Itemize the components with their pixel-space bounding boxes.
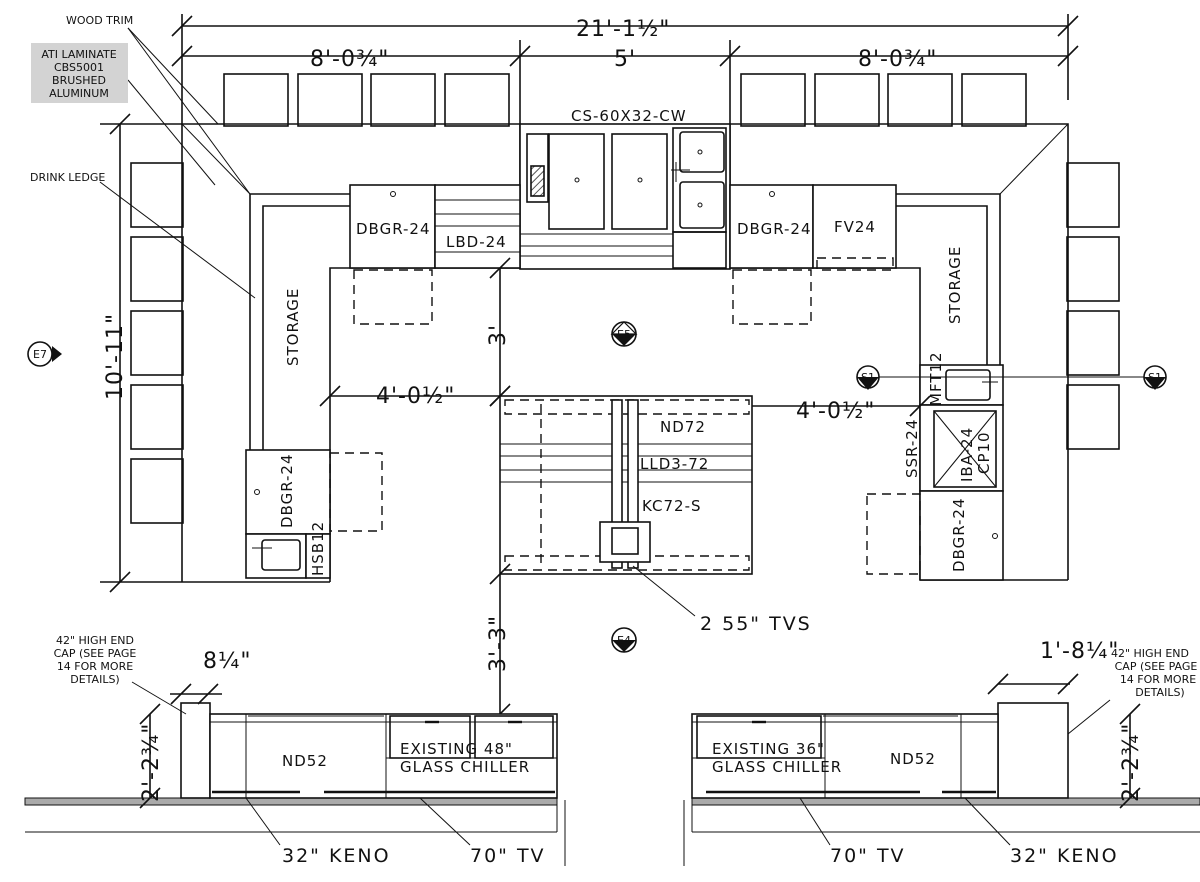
laminate-note-box <box>31 43 128 103</box>
center-island <box>499 395 753 575</box>
kc-label: KC72-S <box>642 497 702 515</box>
hsb-label: HSB12 <box>309 521 327 576</box>
right-side-units <box>866 364 1004 581</box>
dimension-lines <box>100 14 1079 725</box>
end-cap-right-note-2: CAP (SEE PAGE <box>1115 660 1198 673</box>
elev-height-right: 2'-2¾" <box>1119 723 1144 802</box>
left-chiller-1: EXISTING 48" <box>400 740 513 758</box>
end-cap-left-note-2: CAP (SEE PAGE <box>54 647 137 660</box>
marker-e4: E4 <box>617 634 631 647</box>
dbgr-right-label: DBGR-24 <box>950 497 968 572</box>
storage-left-label: STORAGE <box>284 288 302 366</box>
left-nd-label: ND52 <box>282 752 328 770</box>
end-cap-left-dim: 8¼" <box>203 649 251 674</box>
storage-right-label: STORAGE <box>946 246 964 324</box>
left-keno-label: 32" KENO <box>282 845 391 867</box>
bottom-clearance-label: 3'-3" <box>486 615 511 672</box>
end-cap-left-note-3: 14 FOR MORE <box>57 660 133 673</box>
end-cap-right-note-1: 42" HIGH END <box>1111 647 1189 660</box>
marker-labels: E7 E5 E4 S1 S1 <box>33 328 1162 647</box>
laminate-note-3: BRUSHED <box>52 74 106 87</box>
left-tv-label: 70" TV <box>470 845 546 867</box>
mft-label: MFT12 <box>927 351 945 406</box>
left-run-label: 8'-0¾" <box>310 47 389 72</box>
laminate-note-1: ATI LAMINATE <box>41 48 116 61</box>
end-cap-right-dim: 1'-8¼" <box>1040 639 1119 664</box>
marker-e5: E5 <box>617 328 631 341</box>
dbgr-top-right-label: DBGR-24 <box>737 220 812 238</box>
iba-label: IBA-24 <box>958 427 976 482</box>
cp-label: CP10 <box>975 431 993 474</box>
right-elevation <box>691 673 1141 846</box>
lbd-label: LBD-24 <box>446 233 507 251</box>
elev-height-left: 2'-2¾" <box>139 723 164 802</box>
end-cap-left-note-1: 42" HIGH END <box>56 634 134 647</box>
dimension-labels: 21'-1½" 8'-0¾" 5' 8'-0¾" 10'-11" 4'-0½" … <box>103 17 1144 802</box>
end-cap-right-note-3: 14 FOR MORE <box>1120 673 1196 686</box>
tvs-label: 2 55" TVS <box>700 613 812 635</box>
section-markers <box>27 321 1167 653</box>
right-chiller-1: EXISTING 36" <box>712 740 825 758</box>
top-clearance-label: 3' <box>486 324 511 346</box>
elevation-labels: ND52 EXISTING 48" GLASS CHILLER 32" KENO… <box>282 740 1119 867</box>
bar-stools <box>130 73 1120 524</box>
right-run-label: 8'-0¾" <box>858 47 937 72</box>
center-run-label: 5' <box>614 47 636 72</box>
fv-label: FV24 <box>834 218 876 236</box>
marker-s1-left: S1 <box>861 371 875 384</box>
drink-ledge-note: DRINK LEDGE <box>30 171 105 184</box>
left-elevation <box>131 681 558 846</box>
dbgr-top-left-label: DBGR-24 <box>356 220 431 238</box>
right-tv-label: 70" TV <box>830 845 906 867</box>
end-cap-right-note-4: DETAILS) <box>1135 686 1184 699</box>
marker-e7: E7 <box>33 348 47 361</box>
nd72-label: ND72 <box>660 418 706 436</box>
aisle-left-label: 4'-0½" <box>376 384 455 409</box>
overall-width-label: 21'-1½" <box>576 17 670 42</box>
right-chiller-2: GLASS CHILLER <box>712 758 842 776</box>
sink-label: CS-60X32-CW <box>571 107 687 125</box>
equipment-labels: CS-60X32-CW DBGR-24 LBD-24 DBGR-24 FV24 … <box>278 107 993 635</box>
left-chiller-2: GLASS CHILLER <box>400 758 530 776</box>
top-left-units <box>349 184 897 325</box>
laminate-note-2: CBS5001 <box>54 61 104 74</box>
right-keno-label: 32" KENO <box>1010 845 1119 867</box>
aisle-right-label: 4'-0½" <box>796 399 875 424</box>
center-sink-station <box>519 123 731 270</box>
dbgr-left-label: DBGR-24 <box>278 453 296 528</box>
end-cap-left-note-4: DETAILS) <box>70 673 119 686</box>
laminate-note-4: ALUMINUM <box>49 87 109 100</box>
note-labels: WOOD TRIM ATI LAMINATE CBS5001 BRUSHED A… <box>30 14 1197 699</box>
lld-label: LLD3-72 <box>640 455 709 473</box>
ssr-label: SSR-24 <box>903 419 921 478</box>
depth-label: 10'-11" <box>103 313 128 400</box>
left-side-units <box>245 449 383 579</box>
right-nd-label: ND52 <box>890 750 936 768</box>
wood-trim-note: WOOD TRIM <box>66 14 133 27</box>
leader-lines <box>99 27 696 617</box>
marker-s1-right: S1 <box>1148 371 1162 384</box>
